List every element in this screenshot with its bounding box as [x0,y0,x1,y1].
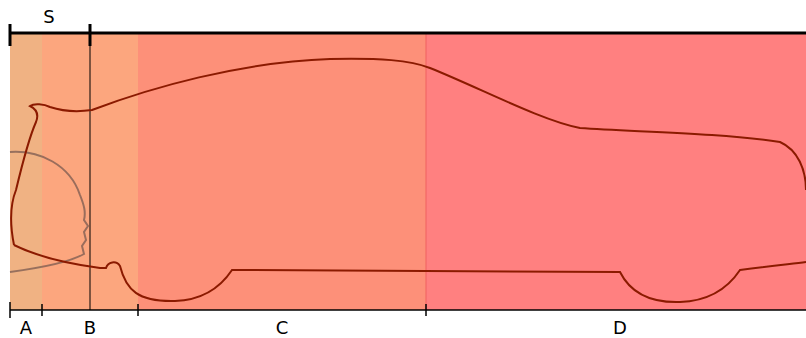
band-edge [426,33,427,310]
zone-label: B [84,319,96,337]
axis-tick [137,304,139,316]
axis-tick [41,304,43,316]
dimension-tick [9,24,12,46]
axis-tick [425,304,427,316]
zone-label: D [613,319,627,337]
band-b [42,33,138,310]
dimension-label: S [43,8,54,26]
dimension-tick [89,24,92,46]
dimension-bar [10,32,806,35]
axis-line [10,309,806,311]
axis-tick [9,302,11,318]
eye-line [90,33,91,310]
zone-label: A [20,319,32,337]
car-body-bottom [14,245,806,302]
band-c [138,33,426,310]
zone-label: C [276,319,289,337]
car-body-top [11,59,806,245]
